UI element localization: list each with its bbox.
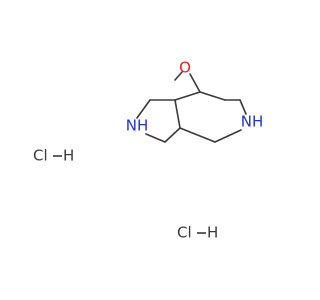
bond-c6-n xyxy=(214,129,242,143)
hydrogen-label: H xyxy=(207,224,218,242)
hcl-salt-1: Cl H xyxy=(33,147,74,165)
bond-c1-c8 xyxy=(199,91,226,101)
structure-canvas: O NH NH Cl H Cl H xyxy=(33,59,264,242)
nitrogen-right-atom-label: NH xyxy=(241,113,264,131)
hydrogen-label: H xyxy=(63,147,74,165)
oxygen-atom-label: O xyxy=(179,59,191,77)
bond-n-c4 xyxy=(145,133,166,143)
bond-c5-c6 xyxy=(179,127,216,143)
chlorine-label: Cl xyxy=(177,224,192,242)
bond-c4-c5 xyxy=(164,127,181,143)
chlorine-label: Cl xyxy=(33,147,48,165)
bond-c1-c2 xyxy=(174,91,201,101)
bond-bridge-o-right xyxy=(189,73,201,93)
bond-bridge-o-left xyxy=(174,71,183,81)
bond-c3-n xyxy=(136,99,151,119)
bond-n-c7 xyxy=(239,99,247,115)
hcl-salt-2: Cl H xyxy=(177,224,218,242)
nitrogen-left-atom-label: NH xyxy=(126,117,149,135)
bond-layer xyxy=(136,71,247,143)
molecule-drawing: O NH NH Cl H Cl H xyxy=(33,59,264,242)
bond-c5-c1 xyxy=(174,99,181,129)
